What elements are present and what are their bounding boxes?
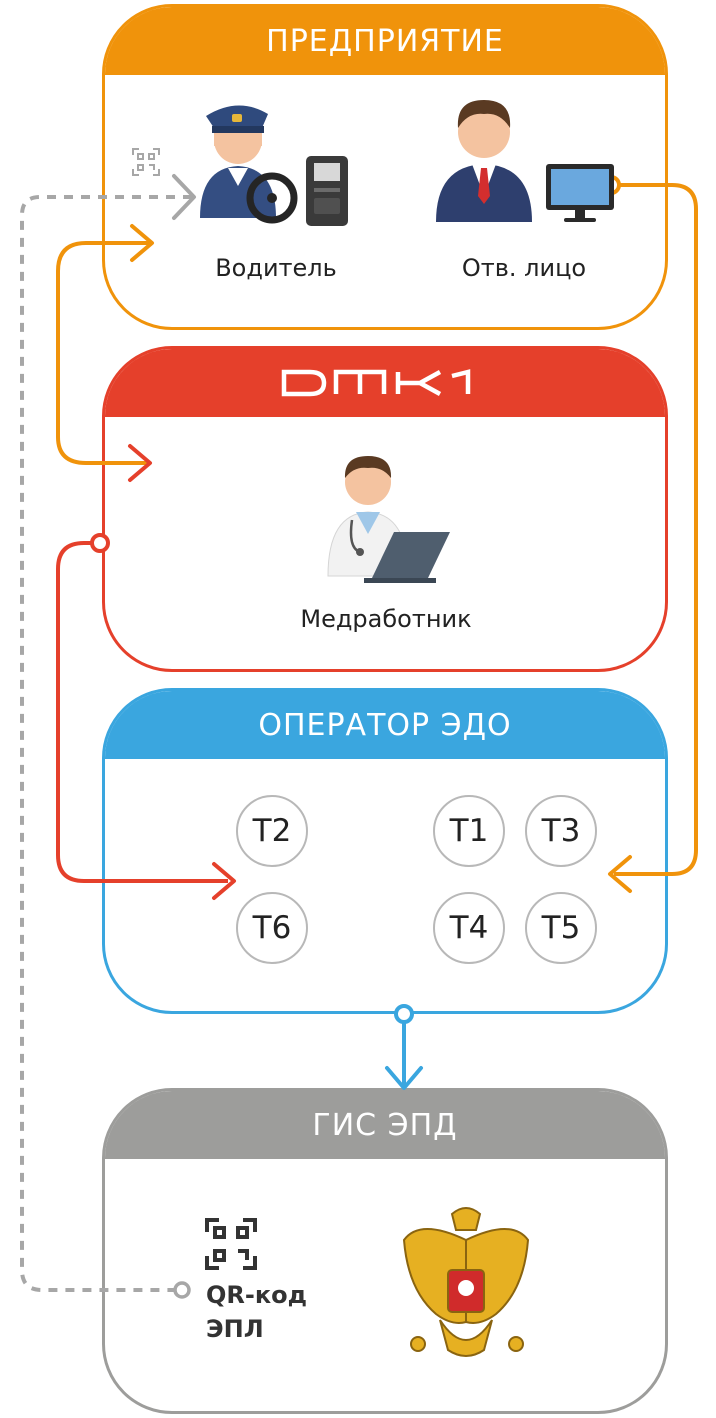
edo-connector-start	[394, 1004, 414, 1024]
qr-caption-line1: QR-код	[206, 1281, 308, 1309]
document-t1: Т1	[433, 795, 505, 867]
medic-label: Медработник	[300, 605, 472, 633]
driver-label: Водитель	[215, 254, 337, 282]
qr-dashed-connector	[20, 195, 192, 1292]
dmk-connector-start	[90, 533, 110, 553]
dmk-entry-arrowhead	[128, 444, 152, 482]
responsible-edo-connector	[611, 183, 698, 876]
gis-box: ГИС ЭПД	[102, 1088, 668, 1414]
qr-connector-end	[173, 1281, 191, 1299]
qr-small-icon	[132, 148, 160, 176]
coat-of-arms-icon	[402, 1207, 530, 1357]
qr-code-icon	[205, 1218, 257, 1270]
dmk-box	[102, 346, 668, 672]
document-t6: Т6	[236, 892, 308, 964]
document-t2: Т2	[236, 795, 308, 867]
edo-left-arrowhead	[212, 862, 236, 900]
driver-arrowhead	[130, 224, 154, 262]
gis-header: ГИС ЭПД	[105, 1091, 665, 1159]
edo-right-arrowhead	[608, 855, 632, 893]
qr-caption: QR-код ЭПЛ	[206, 1278, 307, 1346]
monitor-icon	[546, 164, 614, 222]
document-t3: Т3	[525, 795, 597, 867]
document-t4: Т4	[433, 892, 505, 964]
responsible-label: Отв. лицо	[461, 254, 587, 282]
document-t5: Т5	[525, 892, 597, 964]
tachograph-icon	[306, 156, 348, 226]
qr-connector-arrowhead	[172, 174, 196, 220]
driver-icon	[200, 105, 298, 224]
doctor-icon	[327, 456, 450, 583]
gis-arrowhead	[385, 1066, 423, 1090]
dmk-logo	[281, 369, 471, 397]
qr-caption-line2: ЭПЛ	[206, 1315, 264, 1343]
enterprise-title: ПРЕДПРИЯТИЕ	[266, 23, 504, 59]
dmk-header	[105, 349, 665, 417]
edo-title: ОПЕРАТОР ЭДО	[258, 707, 512, 743]
edo-header: ОПЕРАТОР ЭДО	[105, 691, 665, 759]
enterprise-header: ПРЕДПРИЯТИЕ	[105, 7, 665, 75]
manager-icon	[436, 100, 532, 222]
dmk-edo-connector	[56, 541, 228, 883]
gis-title: ГИС ЭПД	[312, 1107, 458, 1143]
driver-dmk-connector	[56, 241, 150, 465]
